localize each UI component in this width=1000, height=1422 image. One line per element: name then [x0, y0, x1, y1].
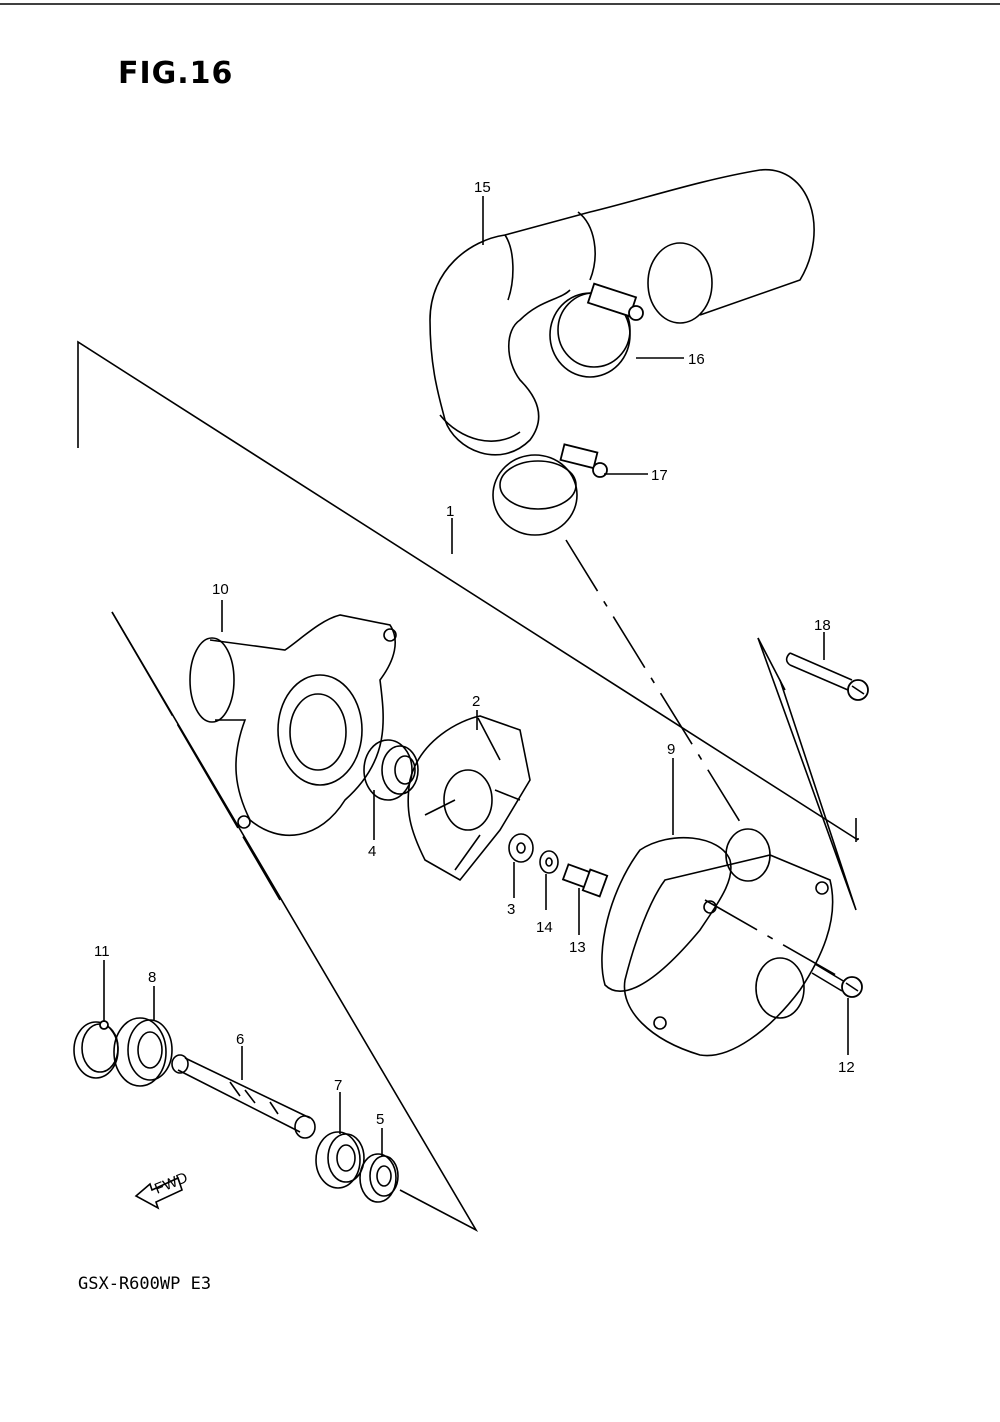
callout-13: 13 — [569, 939, 586, 956]
guide-line-hose — [565, 539, 746, 831]
pump-case-part-10 — [189, 614, 397, 837]
callout-15: 15 — [474, 179, 491, 196]
callout-7: 7 — [334, 1077, 342, 1094]
guide-line-bolt — [704, 899, 849, 983]
circlip-part-11 — [73, 1020, 119, 1079]
figure-title: FIG.16 — [118, 56, 234, 91]
callout-5: 5 — [376, 1111, 384, 1128]
callout-labels: 1 2 3 4 5 6 7 8 9 10 11 12 13 14 15 16 1… — [94, 179, 855, 1128]
bearing-part-8 — [113, 1017, 173, 1087]
bolt-part-12 — [811, 963, 863, 998]
hose-part-15 — [429, 169, 815, 456]
mechanical-seal-part-4 — [363, 739, 419, 801]
pump-cover-part-9 — [601, 828, 834, 1057]
bearing-part-7 — [315, 1131, 365, 1189]
callout-16: 16 — [688, 351, 705, 368]
callout-6: 6 — [236, 1031, 244, 1048]
impeller-part-2 — [407, 715, 531, 882]
bolt-part-13 — [561, 863, 609, 898]
callout-2: 2 — [472, 693, 480, 710]
callout-12: 12 — [838, 1059, 855, 1076]
callout-14: 14 — [536, 919, 553, 936]
callout-4: 4 — [368, 843, 376, 860]
callout-1: 1 — [446, 503, 454, 520]
callout-10: 10 — [212, 581, 229, 598]
callout-18: 18 — [814, 617, 831, 634]
bolt-outline — [757, 637, 857, 911]
assembly-bracket — [77, 340, 859, 842]
callout-17: 17 — [651, 467, 668, 484]
callout-11: 11 — [94, 943, 110, 960]
forward-label: FWD — [152, 1169, 190, 1198]
callout-9: 9 — [667, 741, 675, 758]
clamp-part-16 — [549, 282, 644, 378]
forward-arrow-icon: FWD — [134, 1169, 190, 1210]
washer-part-14 — [539, 850, 559, 874]
leader-lines — [103, 196, 849, 1156]
shaft-part-6 — [171, 1054, 316, 1139]
bolt-part-18 — [785, 652, 869, 701]
sub-assembly-outline — [111, 611, 479, 1233]
model-code: GSX-R600WP E3 — [78, 1274, 212, 1294]
clamp-part-17 — [492, 443, 608, 536]
callout-3: 3 — [507, 901, 515, 918]
callout-8: 8 — [148, 969, 156, 986]
oil-seal-part-5 — [359, 1153, 399, 1203]
washer-part-3 — [508, 833, 534, 863]
